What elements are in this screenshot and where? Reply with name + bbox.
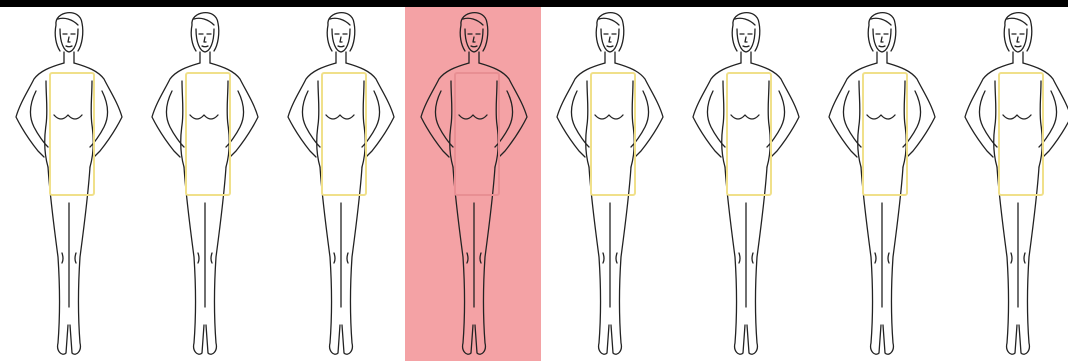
- rectangle-body-figure-icon: [405, 7, 541, 361]
- rectangle-body-figure-icon: [0, 7, 136, 361]
- rectangle-body-figure-icon: [813, 7, 949, 361]
- body-type-option-4[interactable]: [405, 7, 541, 361]
- rectangle-body-figure-icon: [541, 7, 677, 361]
- body-type-selector: [0, 7, 1068, 361]
- body-type-option-5[interactable]: [541, 7, 677, 361]
- top-bar: [0, 0, 1068, 7]
- rectangle-body-figure-icon: [949, 7, 1068, 361]
- rectangle-body-figure-icon: [136, 7, 272, 361]
- body-type-option-1[interactable]: [0, 7, 136, 361]
- rectangle-body-figure-icon: [272, 7, 408, 361]
- body-type-option-8[interactable]: [949, 7, 1068, 361]
- body-type-option-7[interactable]: [813, 7, 949, 361]
- rectangle-body-figure-icon: [677, 7, 813, 361]
- body-type-option-3[interactable]: [272, 7, 408, 361]
- body-type-option-6[interactable]: [677, 7, 813, 361]
- body-type-option-2[interactable]: [136, 7, 272, 361]
